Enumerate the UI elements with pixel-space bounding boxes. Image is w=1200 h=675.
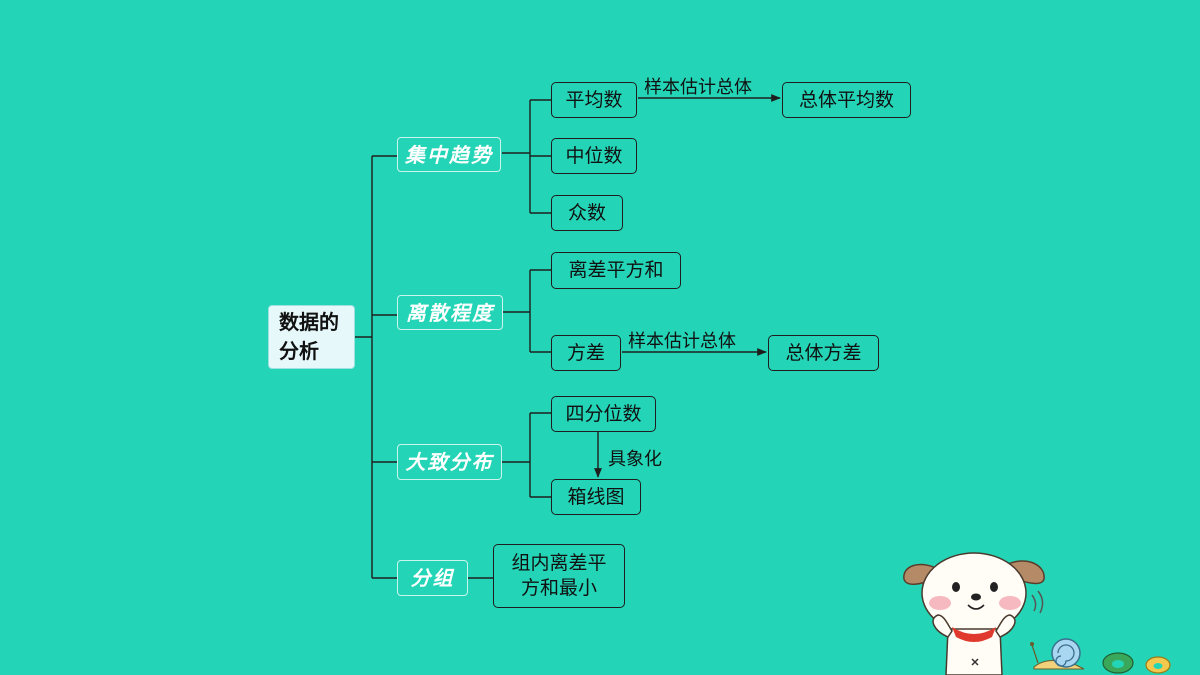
edge-label-concretize: 具象化: [608, 449, 662, 470]
yellow-donut-icon: [1145, 656, 1171, 674]
node-median: 中位数: [551, 138, 637, 174]
node-sum-squared-deviation: 离差平方和: [551, 252, 681, 289]
puppy-mascot-icon: [903, 552, 1171, 675]
dispersion-branch: [502, 269, 552, 353]
node-group-min-label: 组内离差平 方和最小: [511, 552, 607, 599]
category-central-tendency: 集中趋势: [397, 137, 501, 172]
node-mean: 平均数: [551, 82, 637, 118]
category-grouping: 分组: [397, 560, 468, 596]
central-branch: [502, 99, 552, 214]
distribution-branch: [502, 412, 552, 498]
edge-label-mean-estimate: 样本估计总体: [644, 77, 752, 98]
category-dispersion: 离散程度: [397, 295, 503, 330]
node-mode-label: 众数: [567, 201, 606, 224]
node-sum-squared-deviation-label: 离差平方和: [568, 259, 664, 282]
node-boxplot-label: 箱线图: [567, 485, 625, 508]
node-variance-label: 方差: [566, 341, 605, 364]
category-distribution-label: 大致分布: [405, 450, 494, 474]
node-mode: 众数: [551, 195, 623, 231]
category-central-label: 集中趋势: [405, 142, 493, 167]
category-distribution: 大致分布: [397, 444, 502, 480]
category-dispersion-label: 离散程度: [406, 300, 494, 325]
green-donut-icon: [1102, 652, 1134, 674]
node-quartile: 四分位数: [551, 396, 656, 432]
category-grouping-label: 分组: [410, 566, 455, 590]
node-median-label: 中位数: [565, 144, 623, 167]
node-boxplot: 箱线图: [551, 479, 641, 515]
edge-label-variance-estimate: 样本估计总体: [628, 331, 736, 352]
node-quartile-label: 四分位数: [565, 402, 642, 425]
snail-icon: [1030, 638, 1085, 670]
node-population-variance-label: 总体方差: [785, 341, 862, 364]
node-group-min: 组内离差平 方和最小: [493, 544, 625, 608]
node-mean-label: 平均数: [565, 88, 623, 111]
node-population-mean: 总体平均数: [782, 82, 911, 118]
node-population-mean-label: 总体平均数: [798, 88, 894, 111]
node-population-variance: 总体方差: [768, 335, 879, 371]
root-node: 数据的 分析: [268, 305, 355, 369]
root-label: 数据的 分析: [279, 310, 339, 363]
node-variance: 方差: [551, 335, 621, 371]
